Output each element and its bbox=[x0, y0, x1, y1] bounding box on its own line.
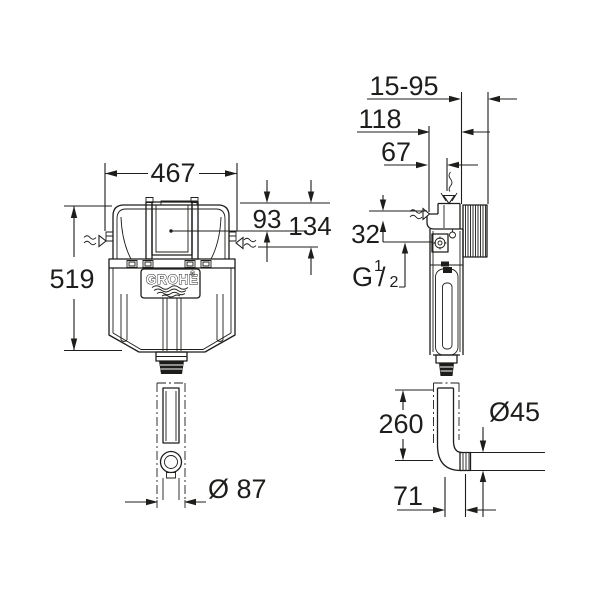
flush-outlet-connector bbox=[159, 361, 184, 374]
dim-93-label: 93 bbox=[253, 204, 282, 234]
dim-height: 519 bbox=[49, 206, 122, 351]
dim-67-label: 67 bbox=[381, 137, 411, 167]
thread-g-label: G bbox=[352, 262, 373, 292]
dim-thread-callout: G 1 / 2 bbox=[352, 242, 409, 292]
flush-outlet-connector-side bbox=[439, 363, 454, 376]
brand-logo-text: GROHE bbox=[146, 272, 199, 287]
thread-slash-label: / bbox=[378, 262, 386, 292]
dim-lid-depths: 93 134 bbox=[171, 180, 332, 275]
dim-260-label: 260 bbox=[378, 409, 423, 439]
dim-87-label: Ø 87 bbox=[208, 474, 267, 504]
dim-flush-pipe-length: 260 bbox=[378, 390, 433, 461]
dim-outlet-diameter: Ø 87 bbox=[125, 474, 267, 508]
water-supply-arrow-left-icon bbox=[84, 236, 106, 247]
dim-outlet-horizontal: 71 bbox=[393, 474, 496, 517]
thread-sub-label: 2 bbox=[390, 274, 399, 291]
water-supply-arrow-right-icon bbox=[236, 238, 256, 249]
outlet-socket-side bbox=[460, 453, 471, 471]
dim-71-label: 71 bbox=[393, 481, 423, 511]
flush-bend-side bbox=[434, 383, 471, 471]
dim-45-label: Ø45 bbox=[489, 397, 540, 427]
dim-wall-range: 15-95 bbox=[367, 71, 517, 204]
registered-trademark-icon: ® bbox=[190, 270, 196, 278]
front-view: GROHE ® bbox=[49, 158, 332, 508]
dim-height-label: 519 bbox=[49, 264, 94, 294]
vent-funnel-icon bbox=[441, 172, 457, 204]
inlet-valve bbox=[432, 229, 456, 252]
dim-inlet-depth: 67 bbox=[381, 137, 478, 191]
dim-top-offset: 32 bbox=[351, 195, 432, 249]
pipe-socket-front bbox=[161, 452, 182, 473]
dim-118-label: 118 bbox=[358, 104, 401, 134]
dim-pipe-diameter: Ø45 bbox=[471, 397, 545, 517]
wall-section-hatch bbox=[463, 205, 487, 257]
brand-logo-plate: GROHE ® bbox=[141, 269, 200, 298]
side-view: 15-95 118 67 32 bbox=[351, 71, 545, 517]
cistern-front-outline bbox=[106, 198, 236, 374]
dim-134-label: 134 bbox=[288, 211, 331, 241]
cistern-side-outline bbox=[427, 204, 463, 376]
dim-width-label: 467 bbox=[150, 158, 195, 188]
dim-15-95-label: 15-95 bbox=[369, 71, 438, 101]
dim-width: 467 bbox=[105, 158, 237, 231]
dim-32-label: 32 bbox=[351, 219, 380, 249]
logo-wave-icon bbox=[152, 286, 188, 297]
flush-pipe-front bbox=[157, 383, 185, 500]
dim-total-depth: 118 bbox=[357, 104, 490, 212]
mounting-clips bbox=[127, 261, 211, 268]
thread-sup-label: 1 bbox=[374, 258, 383, 275]
